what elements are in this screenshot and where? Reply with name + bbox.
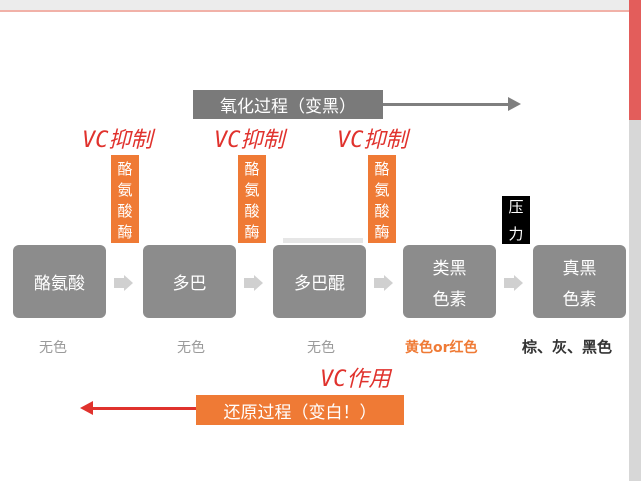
enzyme-char: 酸: [374, 202, 390, 220]
node-dopa: 多巴: [143, 245, 236, 318]
caption-tyrosine: 无色: [39, 340, 67, 356]
enzyme-char: 酶: [244, 223, 260, 241]
node-label: 色素: [432, 289, 467, 310]
enzyme-char: 酶: [117, 223, 133, 241]
vc-effect-label: VC作用: [320, 367, 391, 392]
pressure-char: 压: [508, 198, 524, 216]
caption-dopaquinone: 无色: [307, 340, 335, 356]
pressure-box: 压 力: [502, 196, 530, 244]
node-pheomelanin: 类黑 色素: [403, 245, 496, 318]
enzyme-char: 酸: [117, 202, 133, 220]
flow-arrow-stem: [114, 278, 124, 288]
enzyme-box-3: 酪 氨 酸 酶: [368, 155, 396, 243]
enzyme-char: 氨: [244, 181, 260, 199]
enzyme-char: 氨: [117, 181, 133, 199]
vc-inhibit-2: VC抑制: [214, 128, 285, 153]
enzyme-char: 酪: [244, 160, 260, 178]
enzyme-char: 氨: [374, 181, 390, 199]
enzyme-box-2: 酪 氨 酸 酶: [238, 155, 266, 243]
flow-arrow-icon: [514, 275, 523, 291]
node-label: 酪氨酸: [34, 274, 85, 294]
enzyme-char: 酪: [374, 160, 390, 178]
node-label: 色素: [562, 289, 597, 310]
flow-arrow-icon: [254, 275, 263, 291]
oxidation-arrow-line: [383, 103, 510, 106]
oxidation-arrow-head: [508, 97, 521, 111]
side-stripe-red: [629, 0, 641, 120]
flow-arrow-stem: [504, 278, 514, 288]
node-label: 多巴醌: [294, 274, 345, 294]
node-label: 类黑: [432, 258, 467, 279]
flow-arrow-stem: [374, 278, 384, 288]
enzyme-char: 酸: [244, 202, 260, 220]
reduction-arrow-line: [93, 407, 196, 410]
pressure-char: 力: [508, 225, 524, 243]
node-label: 真黑: [562, 258, 597, 279]
reduction-label: 还原过程（变白！）: [196, 395, 404, 425]
enzyme-char: 酶: [374, 223, 390, 241]
enzyme-box-1: 酪 氨 酸 酶: [111, 155, 139, 243]
enzyme-char: 酪: [117, 160, 133, 178]
vc-inhibit-3: VC抑制: [337, 128, 408, 153]
top-band: [0, 0, 629, 10]
oxidation-label: 氧化过程（变黑）: [193, 90, 383, 119]
watermark-smudge: [283, 238, 363, 243]
vc-inhibit-1: VC抑制: [82, 128, 153, 153]
flow-arrow-icon: [124, 275, 133, 291]
node-label: 多巴: [172, 274, 207, 294]
caption-eumelanin: 棕、灰、黑色: [522, 338, 613, 356]
node-dopaquinone: 多巴醌: [273, 245, 366, 318]
caption-dopa: 无色: [177, 340, 205, 356]
side-stripe-gray: [629, 120, 641, 481]
reduction-arrow-head: [80, 401, 93, 415]
flow-arrow-icon: [384, 275, 393, 291]
caption-pheomelanin: 黄色or红色: [405, 340, 478, 356]
node-tyrosine: 酪氨酸: [13, 245, 106, 318]
node-eumelanin: 真黑 色素: [533, 245, 626, 318]
flow-arrow-stem: [244, 278, 254, 288]
top-divider: [0, 10, 629, 12]
